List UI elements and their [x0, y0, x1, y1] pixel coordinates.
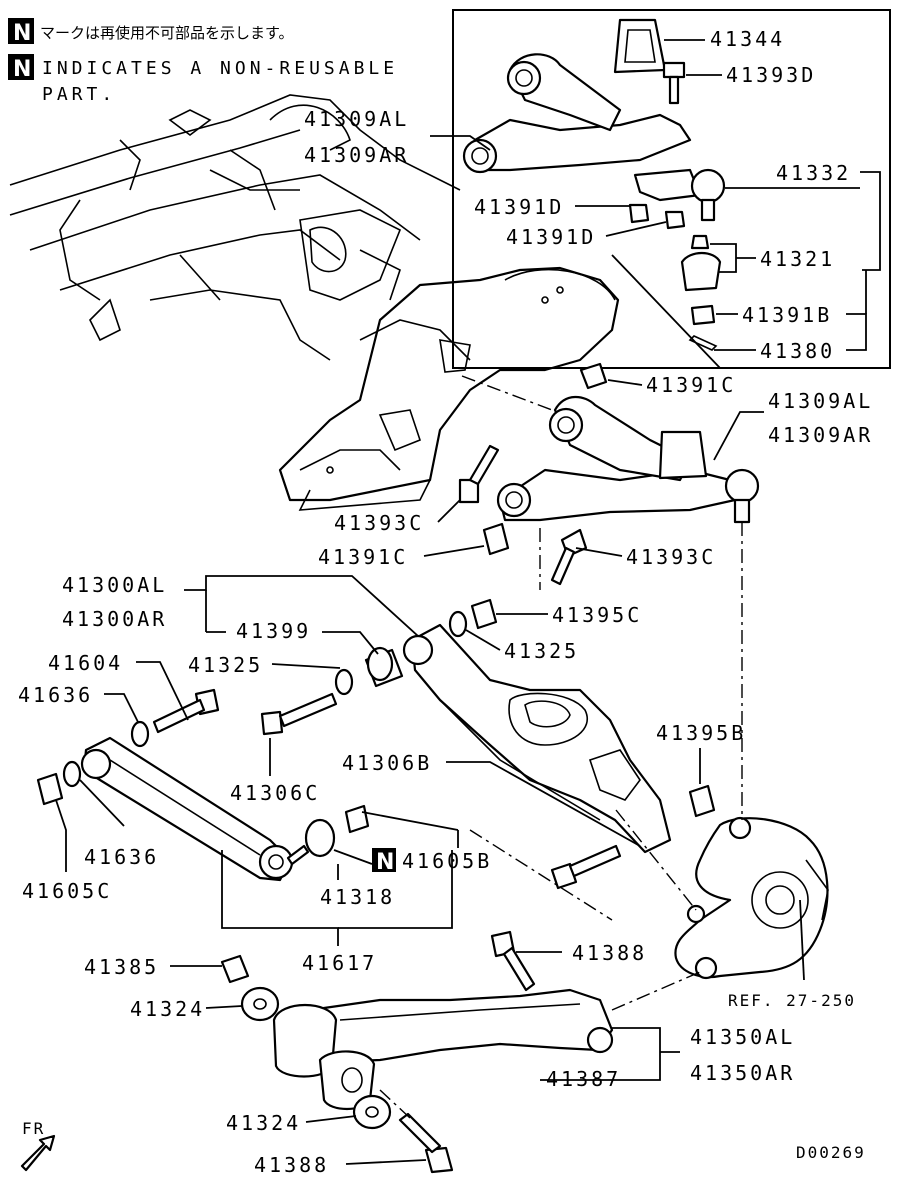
crossmember: [278, 266, 620, 511]
bolt-41306b: [550, 862, 578, 890]
label-41617: 41617: [302, 951, 377, 975]
label-41309ar-mid: 41309AR: [768, 423, 873, 447]
label-41605b: 41605B: [402, 849, 492, 873]
label-41388-bottom: 41388: [254, 1153, 329, 1177]
label-41306b: 41306B: [342, 751, 432, 775]
trailing-arm-assembly: [220, 930, 614, 1174]
label-41332: 41332: [776, 161, 851, 185]
label-41321: 41321: [760, 247, 835, 271]
label-41391d-b: 41391D: [506, 225, 596, 249]
front-arrow-icon: [20, 1134, 56, 1172]
label-41605c: 41605C: [22, 879, 112, 903]
note-japanese: マークは再使用不可部品を示します。: [40, 24, 294, 42]
label-41325-right: 41325: [504, 639, 579, 663]
nut-41395c: [470, 598, 498, 630]
note-english-line1: INDICATES A NON-REUSABLE: [42, 58, 398, 79]
label-41605b-group: N 41605B: [372, 848, 492, 875]
part-labels: 41344 41393D 41309AL 41309AR 41332 41391…: [18, 27, 873, 1177]
nut-41605c: [36, 772, 64, 806]
label-41391b: 41391B: [742, 303, 832, 327]
label-41393c-right: 41393C: [626, 545, 716, 569]
label-41324-top: 41324: [130, 997, 205, 1021]
label-41350al: 41350AL: [690, 1025, 795, 1049]
n-symbol-41605b-box: [372, 848, 396, 872]
fr-label: FR: [22, 1119, 45, 1138]
washer-41324-bottom: [352, 1094, 392, 1130]
alignment-lines: [379, 375, 743, 1119]
front-arrow: FR: [20, 1119, 56, 1172]
nut-41395b: [688, 784, 716, 818]
lower-arm-assembly: [260, 598, 716, 890]
label-41300al: 41300AL: [62, 573, 167, 597]
ball-joint-41332: [633, 168, 702, 202]
washer-41636-bottom: [62, 760, 82, 788]
label-41306c: 41306C: [230, 781, 320, 805]
label-41309ar-top: 41309AR: [304, 143, 409, 167]
washer-41324-top: [240, 986, 280, 1022]
label-41350ar: 41350AR: [690, 1061, 795, 1085]
label-41393c-left: 41393C: [334, 511, 424, 535]
label-41395c: 41395C: [552, 603, 642, 627]
label-41380: 41380: [760, 339, 835, 363]
label-41385: 41385: [84, 955, 159, 979]
lower-arm-41300: [410, 623, 672, 854]
bolt-41393d: [662, 61, 686, 79]
note-english-line2: PART.: [42, 84, 116, 105]
label-41636-top: 41636: [18, 683, 93, 707]
label-ref-27-250: REF. 27-250: [728, 991, 856, 1010]
n-symbol-41605b: N: [376, 850, 394, 875]
label-41300ar: 41300AR: [62, 607, 167, 631]
label-41604: 41604: [48, 651, 123, 675]
nut-41605b: [344, 804, 370, 834]
label-41318: 41318: [320, 885, 395, 909]
label-41391d-a: 41391D: [474, 195, 564, 219]
label-41395b: 41395B: [656, 721, 746, 745]
label-41387: 41387: [546, 1067, 621, 1091]
label-41388-top: 41388: [572, 941, 647, 965]
knuckle: [674, 816, 829, 980]
bolt-41388-bottom: [424, 1146, 454, 1174]
bushing-41318: [304, 818, 336, 858]
n-symbol-box: [8, 18, 34, 44]
label-41309al-top: 41309AL: [304, 107, 409, 131]
label-41393d: 41393D: [726, 63, 816, 87]
label-41391c-top: 41391C: [646, 373, 736, 397]
bump-stopper-41344: [613, 18, 667, 74]
label-41325-left: 41325: [188, 653, 263, 677]
bolt-41306c: [260, 710, 284, 736]
nut-41385: [220, 954, 250, 984]
nut-41391b: [690, 304, 716, 326]
n-symbol-2: N: [13, 57, 31, 82]
n-symbol-box-2: [8, 54, 34, 80]
bushing-41387: [318, 1050, 376, 1111]
label-41399: 41399: [236, 619, 311, 643]
inset-frame: [452, 9, 891, 369]
label-41344: 41344: [710, 27, 785, 51]
non-reusable-note: N マークは再使用不可部品を示します。 N INDICATES A NON-RE…: [8, 18, 398, 105]
label-41636-bottom: 41636: [84, 845, 159, 869]
label-41309al-mid: 41309AL: [768, 389, 873, 413]
label-41324-bottom: 41324: [226, 1111, 301, 1135]
label-41391c-left: 41391C: [318, 545, 408, 569]
leader-lines: [55, 39, 881, 1165]
washer-41325-right: [448, 610, 468, 638]
cotter-pin-41380: [688, 335, 718, 351]
ring-41321: [690, 234, 710, 250]
upper-arm-41309: [498, 468, 737, 522]
chassis-frame: [9, 94, 461, 361]
n-symbol: N: [13, 21, 31, 46]
nut-41391d-a: [628, 203, 650, 224]
washer-41636-top: [130, 720, 150, 748]
upper-arm-assembly: [458, 362, 760, 586]
nut-41391c-top: [579, 362, 608, 390]
diagram-code: D00269: [796, 1143, 866, 1162]
nut-41391c-left: [482, 522, 510, 556]
washer-41325-left: [334, 668, 354, 696]
boot-41321: [680, 251, 722, 292]
inset-upper-arm: [473, 113, 692, 172]
lateral-rod-assembly: [36, 688, 370, 882]
nut-41391d-b: [664, 210, 686, 230]
upper-arm-detail-inset: [452, 9, 891, 369]
